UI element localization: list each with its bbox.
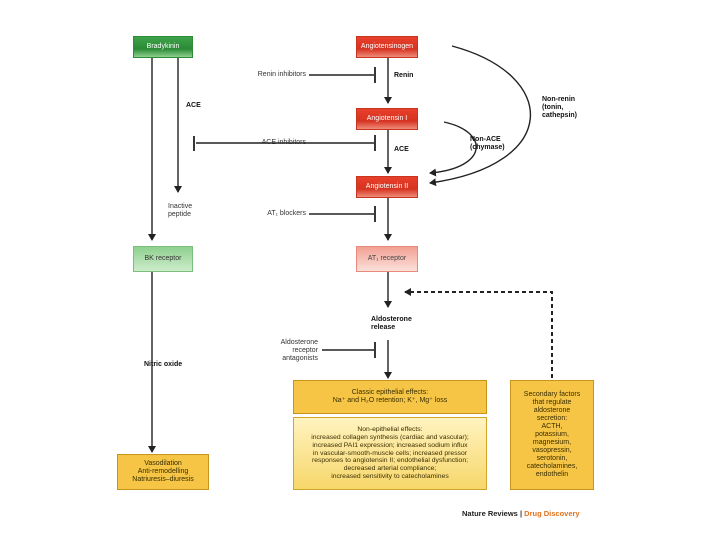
classic-effects-text: Classic epithelial effects: Na⁺ and H₂O …	[332, 388, 448, 404]
journal-name: Nature Reviews	[462, 509, 518, 518]
bradykinin-label: Bradykinin	[146, 42, 180, 50]
vasodilation-text: Vasodilation Anti-remodelling Natriuresi…	[132, 459, 194, 484]
secondary-factors-text: Secondary factors that regulate aldoster…	[523, 390, 581, 479]
bk-receptor-node: BK receptor	[133, 246, 193, 272]
bk-receptor-label: BK receptor	[144, 254, 182, 262]
at1-receptor-node: AT₁ receptor	[356, 246, 418, 272]
angiotensin-ii-label: Angiotensin II	[365, 182, 409, 190]
non-ace-label: Non-ACE (chymase)	[470, 136, 505, 152]
ace-mid-label: ACE	[394, 146, 409, 153]
ace-left-label: ACE	[186, 102, 201, 109]
journal-section: Drug Discovery	[524, 509, 580, 518]
angiotensinogen-node: Angiotensinogen	[356, 36, 418, 58]
at1-blockers-label: AT₁ blockers	[267, 210, 306, 217]
non-renin-label: Non-renin (tonin, cathepsin)	[542, 96, 578, 120]
angiotensin-ii-node: Angiotensin II	[356, 176, 418, 198]
secondary-factors-box: Secondary factors that regulate aldoster…	[510, 380, 594, 490]
angiotensin-i-label: Angiotensin I	[366, 114, 408, 122]
bradykinin-node: Bradykinin	[133, 36, 193, 58]
journal-credit: Nature Reviews | Drug Discovery	[462, 509, 580, 518]
non-renin-curve-arrow	[429, 45, 532, 187]
aldosterone-release-label: Aldosterone release	[371, 316, 412, 332]
nitric-oxide-label: Nitric oxide	[144, 361, 183, 368]
non-epithelial-effects-box: Non-epithelial effects: increased collag…	[293, 417, 487, 490]
ace-inhibitors-label: ACE inhibitors	[261, 139, 306, 146]
renin-label: Renin	[394, 72, 414, 79]
inactive-peptide-label: Inactive peptide	[168, 203, 193, 219]
aldosterone-antagonists-label: Aldosterone receptor antagonists	[280, 339, 318, 363]
non-epithelial-text: Non-epithelial effects: increased collag…	[311, 426, 469, 481]
secondary-factors-feedback-arrow	[404, 288, 553, 385]
angiotensin-i-node: Angiotensin I	[356, 108, 418, 130]
at1-receptor-label: AT₁ receptor	[367, 254, 407, 262]
renin-inhibitors-label: Renin inhibitors	[257, 71, 306, 78]
angiotensinogen-label: Angiotensinogen	[360, 42, 414, 50]
vasodilation-box: Vasodilation Anti-remodelling Natriuresi…	[117, 454, 209, 490]
classic-epithelial-effects-box: Classic epithelial effects: Na⁺ and H₂O …	[293, 380, 487, 414]
non-ace-curve-arrow	[429, 121, 477, 177]
credit-separator: |	[519, 509, 523, 518]
